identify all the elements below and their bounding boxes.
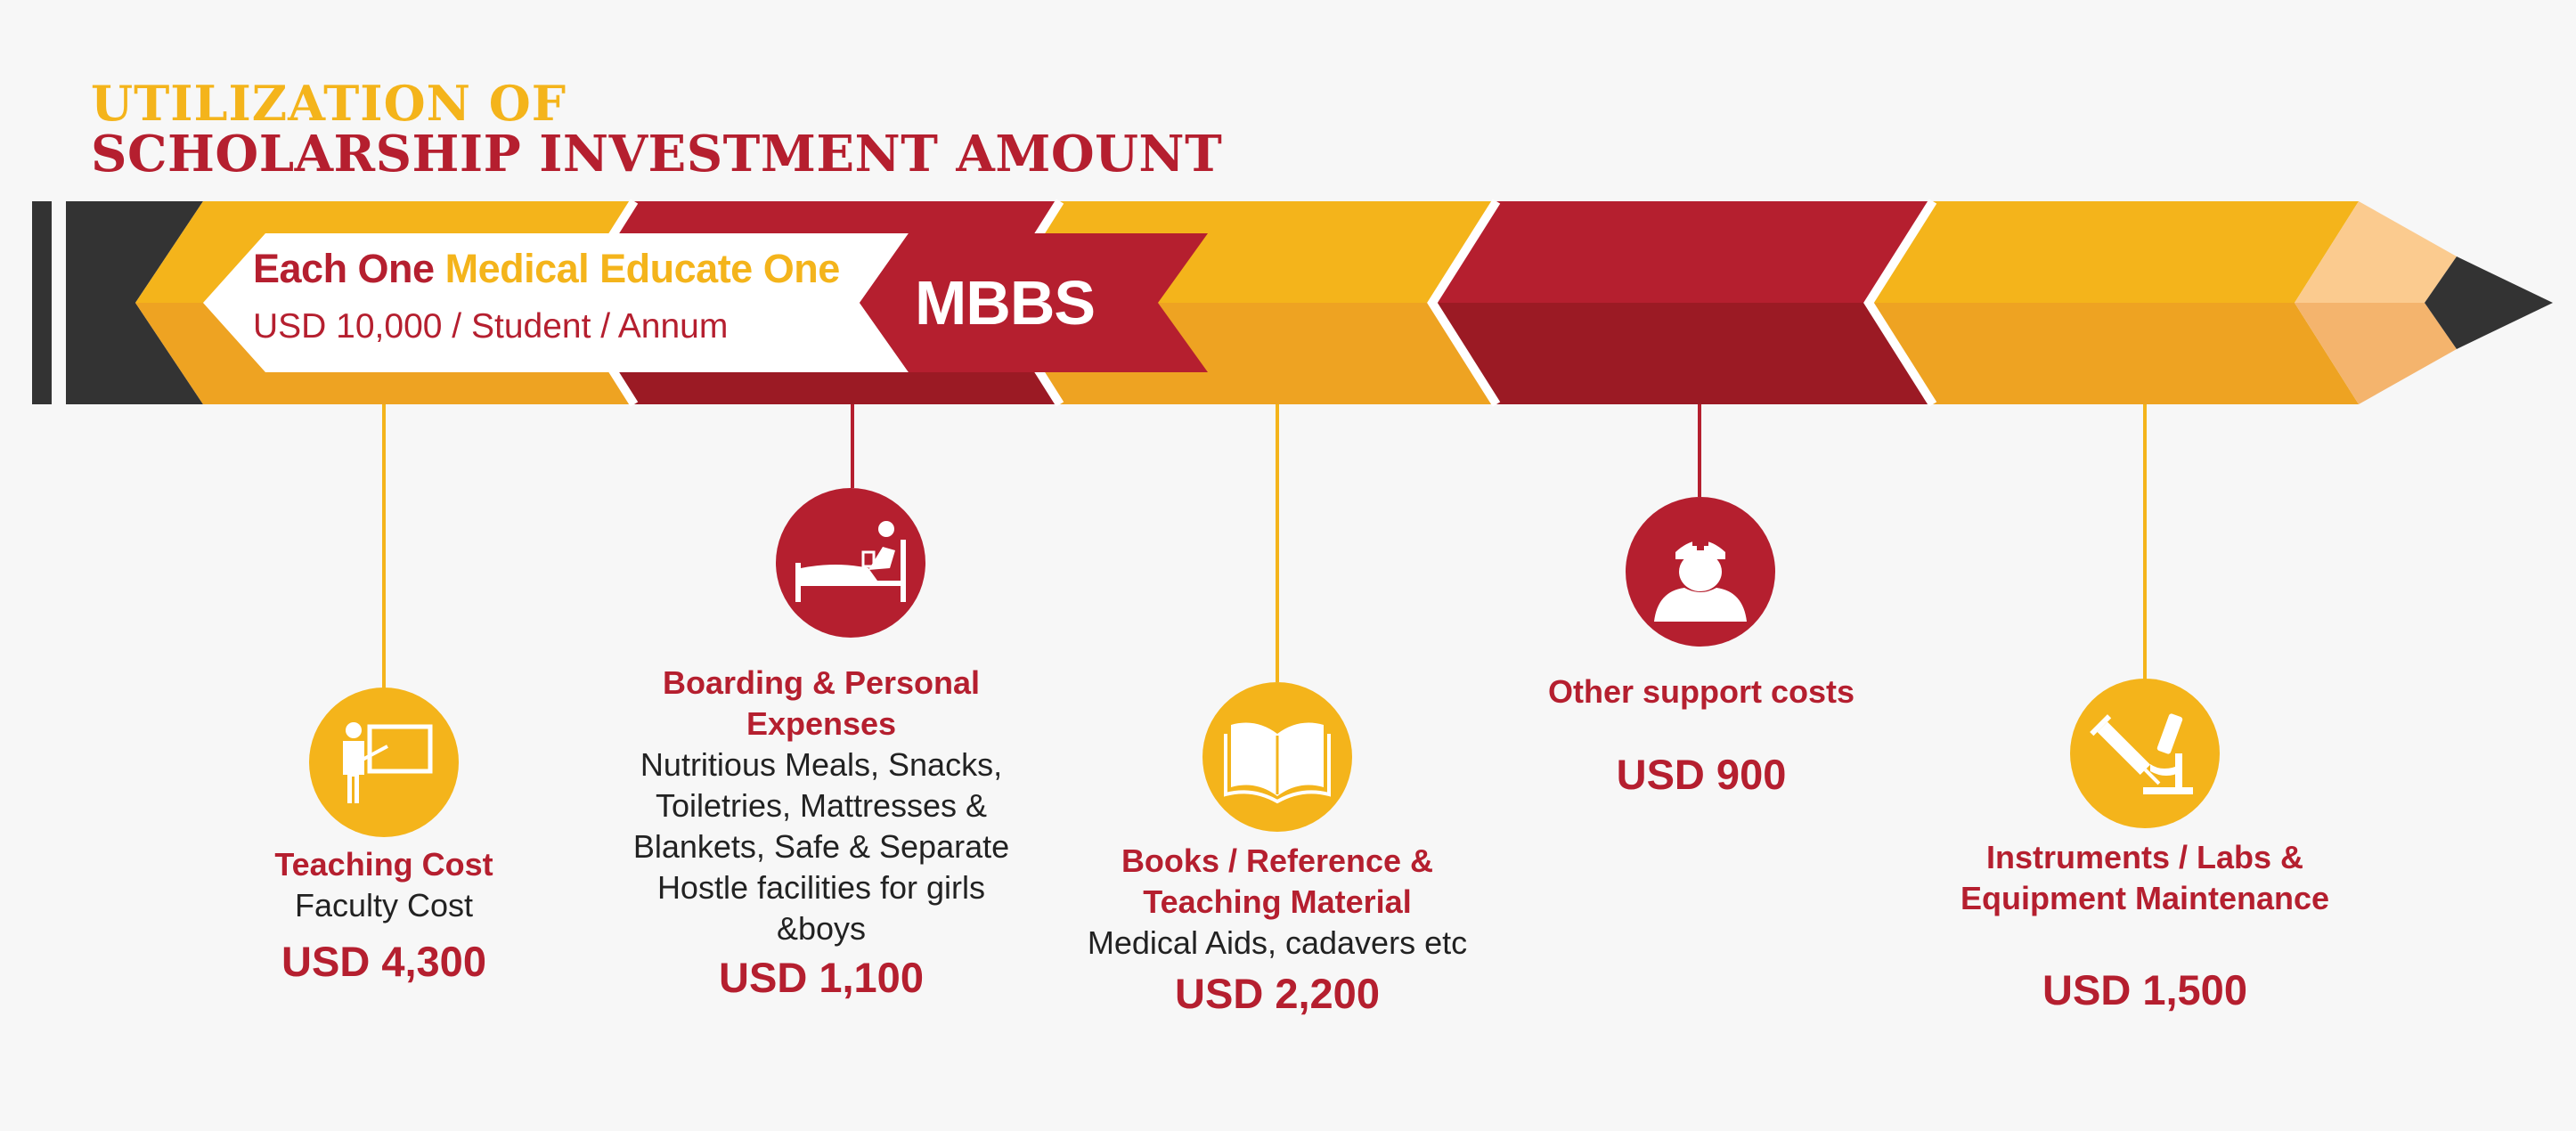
item-instruments-labs: Instruments / Labs & Equipment Maintenan… [1940, 837, 2350, 1017]
teacher-board-icon [309, 688, 459, 837]
item-amount: USD 4,300 [281, 938, 486, 985]
item-title: Boarding & Personal Expenses [662, 664, 981, 742]
pencil-cap [66, 201, 203, 404]
connector-support [1698, 404, 1701, 497]
banner-tagline: Each One Medical Educate One [253, 246, 840, 292]
item-other-support: Other support costs USD 900 [1502, 671, 1901, 801]
nurse-icon [1626, 497, 1775, 647]
syringe-microscope-icon [2070, 679, 2220, 828]
connector-books [1276, 404, 1279, 682]
item-title: Teaching Cost [274, 846, 493, 883]
item-title: Other support costs [1547, 673, 1855, 710]
item-description: Nutritious Meals, Snacks, Toiletries, Ma… [632, 746, 1010, 947]
mbbs-flag [860, 233, 1208, 372]
page-title: UTILIZATION OF SCHOLARSHIP INVESTMENT AM… [91, 75, 1223, 184]
title-line-1: UTILIZATION OF [91, 75, 567, 132]
item-books-materials: Books / Reference & Teaching Material Me… [1076, 841, 1479, 1021]
title-line-2: SCHOLARSHIP INVESTMENT AMOUNT [91, 125, 1223, 184]
item-amount: USD 900 [1616, 751, 1787, 798]
item-teaching-cost: Teaching Cost Faculty Cost USD 4,300 [204, 844, 564, 989]
connector-boarding [851, 404, 854, 488]
item-amount: USD 2,200 [1175, 970, 1380, 1017]
connector-teaching [382, 404, 386, 691]
program-label: MBBS [915, 268, 1096, 338]
pencil-graphite-tip [2425, 256, 2553, 349]
pencil-segment-5-bottom [1869, 303, 2359, 404]
banner-ribbon [203, 233, 909, 372]
item-title: Instruments / Labs & Equipment Maintenan… [1960, 839, 2330, 916]
pencil-graphic [32, 199, 2553, 407]
item-amount: USD 1,500 [2042, 966, 2247, 1013]
banner-tagline-red: Each One [253, 246, 435, 291]
pencil-wood-bottom [2295, 303, 2457, 404]
connector-instruments [2143, 404, 2147, 682]
pencil-cap-stripe [32, 201, 52, 404]
item-description: Medical Aids, cadavers etc [1087, 924, 1468, 961]
pencil-wood-top [2295, 201, 2457, 303]
item-description: Faculty Cost [294, 887, 474, 924]
item-amount: USD 1,100 [719, 954, 924, 1001]
banner-rate: USD 10,000 / Student / Annum [253, 307, 729, 346]
item-boarding-expenses: Boarding & Personal Expenses Nutritious … [594, 663, 1048, 1005]
pencil-segment-4-bottom [1432, 303, 1933, 404]
bed-icon [776, 488, 925, 638]
item-title: Books / Reference & Teaching Material [1121, 842, 1434, 920]
open-book-icon [1202, 682, 1352, 832]
banner-tagline-yellow: Medical Educate One [444, 246, 841, 291]
pencil-segment-5-top [1869, 201, 2359, 303]
pencil-segment-4-top [1432, 201, 1933, 303]
